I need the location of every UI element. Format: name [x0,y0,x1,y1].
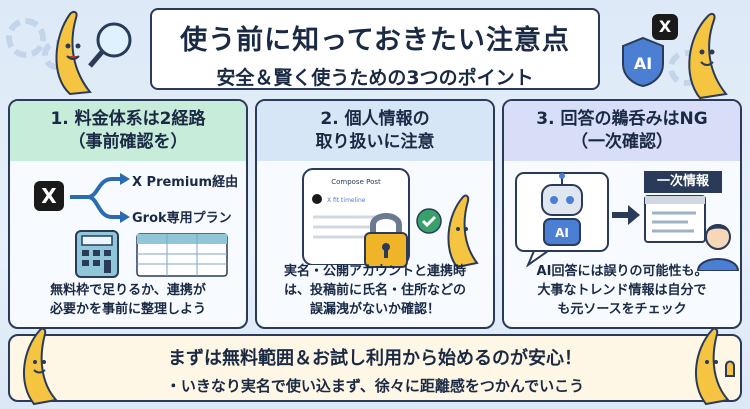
card-heading-line: （一次確認） [571,132,673,152]
arrow-icon [612,205,640,225]
title-banner: 使う前に知っておきたい注意点 安全＆賢く使うための3つのポイント [150,8,600,90]
calculator-icon [75,230,119,278]
x-logo-icon: X [34,181,64,211]
document-icon [644,195,706,243]
card-text-line: 実名・公開アカウントと連携時 [283,264,466,279]
x-logo-icon: X [652,14,678,40]
banana-mascot-icon [55,10,132,96]
shield-icon: AI [622,36,664,88]
table-icon [136,233,228,277]
gear-icon [6,18,46,58]
card-text-line: も元ソースをチェック [557,302,687,317]
card-privacy: 2. 個人情報の 取り扱いに注意 Compose Post X fit time… [255,99,495,329]
card-pricing: 1. 料金体系は2経路 （事前確認を） X X Premium経由 Grok専用… [8,99,248,329]
card-heading-line: （事前確認を） [68,132,188,152]
padlock-icon [364,213,408,268]
footer-sub-text: ・いきなり実名で使い込まず、徐々に距離感をつかんでいこう [165,377,585,395]
route-premium-label: X Premium経由 [132,175,239,190]
card-heading-line: 3. 回答の鵜呑みはNG [536,109,708,129]
source-label-tag: 一次情報 [644,171,722,193]
card-heading-line: 1. 料金体系は2経路 [50,109,206,129]
footer-banner: まずは無料範囲＆お試し利用から始めるのが安心！ ・いきなり実名で使い込まず、徐々… [8,334,742,402]
arrow-icon [70,173,130,223]
page-subtitle: 安全＆賢く使うための3つのポイント [216,67,534,89]
card-verify: 3. 回答の鵜呑みはNG （一次確認） AI 一次情報 AI回答には誤りの [502,99,742,329]
route-grok-label: Grok専用プラン [132,211,232,226]
card-verify-heading: 3. 回答の鵜呑みはNG （一次確認） [504,101,740,161]
card-privacy-heading: 2. 個人情報の 取り扱いに注意 [257,101,493,161]
card-verify-text: AI回答には誤りの可能性も。 大事なトレンド情報は自分で も元ソースをチェック [504,262,740,319]
card-text-line: 必要かを事前に整理しよう [49,302,206,317]
robot-icon: AI [515,172,609,267]
card-text-line: AI回答には誤りの可能性も。 [536,264,708,279]
page-title: 使う前に知っておきたい注意点 [180,25,570,56]
card-text-line: 無料枠で足りるか、連携が [50,283,206,298]
card-heading-line: 2. 個人情報の [320,109,430,129]
card-text-line: 誤漏洩がないか確認！ [309,302,440,317]
banana-mascot-icon [447,194,479,269]
footer-main-text: まずは無料範囲＆お試し利用から始めるのが安心！ [168,348,582,369]
banana-mascot-icon [23,327,58,406]
card-pricing-text: 無料枠で足りるか、連携が 必要かを事前に整理しよう [10,281,246,319]
card-privacy-text: 実名・公開アカウントと連携時 は、投稿前に氏名・住所などの 誤漏洩がないか確認！ [257,262,493,319]
card-text-line: は、投稿前に氏名・住所などの [283,283,466,298]
robot-badge-text: AI [555,226,569,240]
card-pricing-heading: 1. 料金体系は2経路 （事前確認を） [10,101,246,161]
phone-title: Compose Post [331,178,381,186]
check-icon [416,208,442,234]
thinking-person-icon [696,224,740,271]
phone-hint: X fit timeline [327,197,366,204]
shield-badge-text: AI [634,54,652,73]
banana-mascot-icon [688,12,728,100]
card-heading-line: 取り扱いに注意 [315,132,435,152]
thumbs-up-icon [695,327,735,406]
card-text-line: 大事なトレンド情報は自分で [537,283,707,298]
